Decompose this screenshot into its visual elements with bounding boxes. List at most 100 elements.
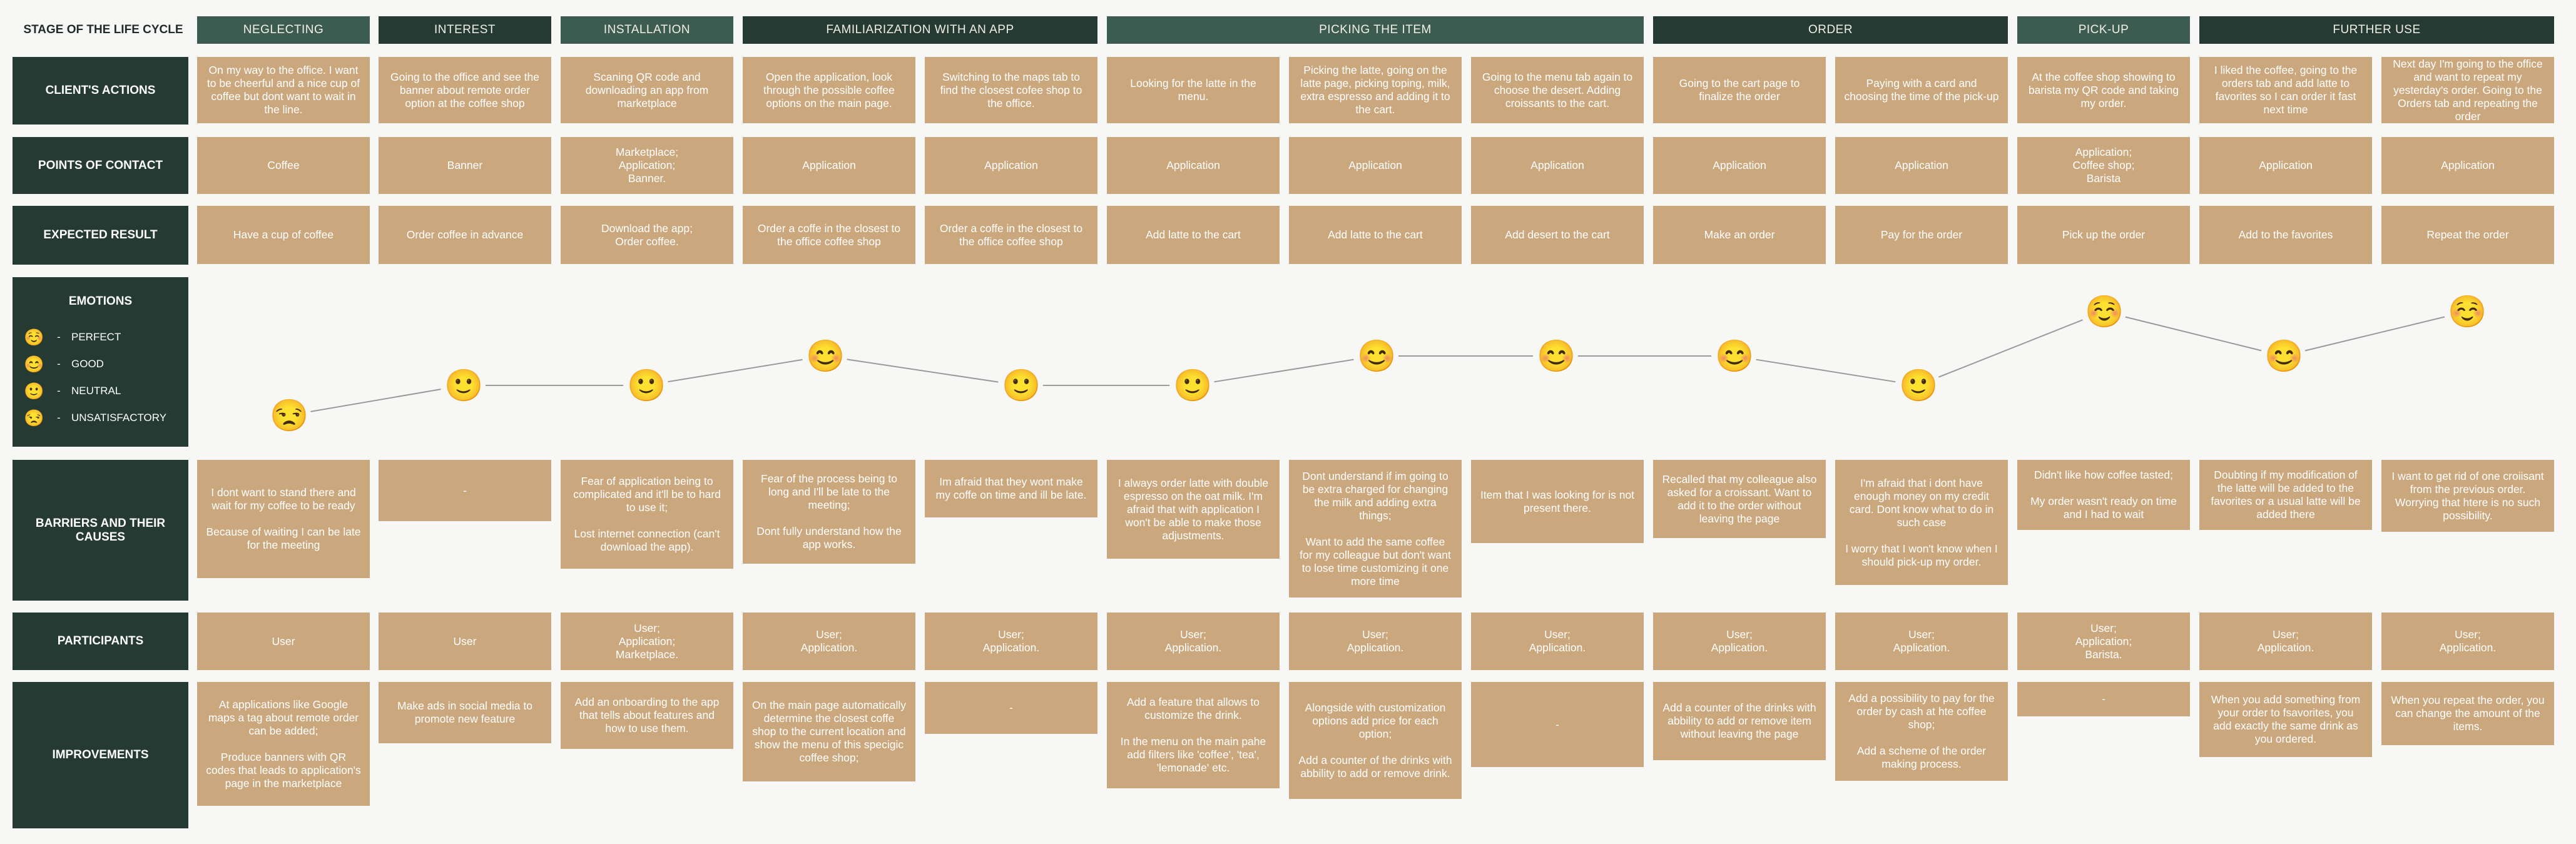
row-label-actions: CLIENT'S ACTIONS bbox=[13, 57, 188, 125]
participants-card: User; Application. bbox=[1289, 613, 1462, 670]
barriers-card: Didn't like how coffee tasted; My order … bbox=[2017, 460, 2190, 530]
contact-card: Application bbox=[2381, 137, 2554, 194]
actions-card: Next day I'm going to the office and wan… bbox=[2381, 57, 2554, 123]
expected-card: Add to the favorites bbox=[2199, 206, 2372, 264]
contact-card: Application bbox=[1471, 137, 1644, 194]
participants-card: User; Application. bbox=[1471, 613, 1644, 670]
improvements-card: When you repeat the order, you can chang… bbox=[2381, 682, 2554, 745]
stage-familiarization-with-an-app: FAMILIARIZATION WITH AN APP bbox=[743, 16, 1097, 44]
good-face-icon: 😊 bbox=[1537, 338, 1576, 374]
unsatisfactory-face-icon: 😒 bbox=[270, 398, 309, 433]
improvements-card: On the main page automatically determine… bbox=[743, 682, 915, 781]
barriers-card: I dont want to stand there and wait for … bbox=[197, 460, 370, 578]
actions-card: On my way to the office. I want to be ch… bbox=[197, 57, 370, 123]
expected-card: Make an order bbox=[1653, 206, 1826, 264]
expected-card: Add latte to the cart bbox=[1289, 206, 1462, 264]
improvements-card: Make ads in social media to promote new … bbox=[379, 682, 551, 743]
actions-card: Looking for the latte in the menu. bbox=[1107, 57, 1280, 123]
contact-card: Application bbox=[1835, 137, 2008, 194]
perfect-face-icon: ☺️ bbox=[2085, 294, 2124, 329]
good-face-icon: 😊 bbox=[1715, 338, 1754, 374]
stage-label: STAGE OF THE LIFE CYCLE bbox=[23, 23, 183, 36]
stage-pick-up: PICK-UP bbox=[2017, 16, 2190, 44]
contact-card: Coffee bbox=[197, 137, 370, 194]
emotion-connector bbox=[310, 389, 441, 412]
legend-neutral: 🙂-NEUTRAL bbox=[24, 381, 121, 400]
improvements-card: - bbox=[2017, 682, 2190, 716]
expected-card: Download the app; Order coffee. bbox=[561, 206, 733, 264]
participants-card: User; Application. bbox=[2199, 613, 2372, 670]
stage-installation: INSTALLATION bbox=[561, 16, 733, 44]
actions-card: Scaning QR code and downloading an app f… bbox=[561, 57, 733, 123]
expected-card: Pay for the order bbox=[1835, 206, 2008, 264]
legend-label: NEUTRAL bbox=[71, 385, 121, 397]
actions-card: Picking the latte, going on the latte pa… bbox=[1289, 57, 1462, 123]
emotion-connector bbox=[1756, 358, 1896, 383]
row-label-expected: EXPECTED RESULT bbox=[13, 206, 188, 265]
participants-card: User; Application. bbox=[1107, 613, 1280, 670]
legend-label: GOOD bbox=[71, 358, 104, 370]
neutral-face-icon: 🙂 bbox=[444, 368, 484, 403]
improvements-card: When you add something from your order t… bbox=[2199, 682, 2372, 757]
barriers-card: Fear of the process being to long and I'… bbox=[743, 460, 915, 564]
barriers-card: I want to get rid of one croiisant from … bbox=[2381, 460, 2554, 532]
barriers-card: Doubting if my modification of the latte… bbox=[2199, 460, 2372, 530]
barriers-card: Item that I was looking for is not prese… bbox=[1471, 460, 1644, 543]
stage-interest: INTEREST bbox=[379, 16, 551, 44]
actions-card: Open the application, look through the p… bbox=[743, 57, 915, 123]
improvements-card: Add a possibility to pay for the order b… bbox=[1835, 682, 2008, 781]
good-face-icon: 😊 bbox=[2264, 338, 2304, 374]
actions-card: Going to the menu tab again to choose th… bbox=[1471, 57, 1644, 123]
contact-card: Application; Coffee shop; Barista bbox=[2017, 137, 2190, 194]
barriers-card: I always order latte with double espress… bbox=[1107, 460, 1280, 559]
emotion-connector bbox=[847, 358, 999, 383]
emotion-connector bbox=[1938, 319, 2083, 378]
expected-card: Order a coffe in the closest to the offi… bbox=[743, 206, 915, 264]
actions-card: At the coffee shop showing to barista my… bbox=[2017, 57, 2190, 123]
contact-card: Application bbox=[743, 137, 915, 194]
legend-unsatisfactory: 😒-UNSATISFACTORY bbox=[24, 408, 167, 427]
emotions-legend: EMOTIONS ☺️-PERFECT 😊-GOOD 🙂-NEUTRAL 😒-U… bbox=[13, 277, 188, 447]
legend-good: 😊-GOOD bbox=[24, 354, 104, 374]
participants-card: User bbox=[379, 613, 551, 670]
improvements-card: At applications like Google maps a tag a… bbox=[197, 682, 370, 806]
barriers-card: - bbox=[379, 460, 551, 521]
perfect-face-icon: ☺️ bbox=[24, 327, 44, 347]
improvements-card: - bbox=[1471, 682, 1644, 767]
unsatisfactory-face-icon: 😒 bbox=[24, 408, 44, 427]
participants-card: User; Application; Marketplace. bbox=[561, 613, 733, 670]
legend-label: PERFECT bbox=[71, 331, 121, 343]
expected-card: Order a coffe in the closest to the offi… bbox=[925, 206, 1097, 264]
actions-card: I liked the coffee, going to the orders … bbox=[2199, 57, 2372, 123]
actions-card: Switching to the maps tab to find the cl… bbox=[925, 57, 1097, 123]
improvements-card: Alongside with customization options add… bbox=[1289, 682, 1462, 799]
participants-card: User; Application. bbox=[1835, 613, 2008, 670]
neutral-face-icon: 🙂 bbox=[1002, 368, 1041, 403]
good-face-icon: 😊 bbox=[1357, 338, 1397, 374]
barriers-card: Im afraid that they wont make my coffe o… bbox=[925, 460, 1097, 517]
good-face-icon: 😊 bbox=[24, 354, 44, 374]
improvements-card: Add a feature that allows to customize t… bbox=[1107, 682, 1280, 788]
barriers-card: Fear of application being to complicated… bbox=[561, 460, 733, 569]
participants-card: User; Application; Barista. bbox=[2017, 613, 2190, 670]
neutral-face-icon: 🙂 bbox=[627, 368, 666, 403]
good-face-icon: 😊 bbox=[806, 338, 845, 374]
emotion-connector bbox=[2304, 316, 2445, 352]
legend-label: UNSATISFACTORY bbox=[71, 412, 167, 424]
stage-picking-the-item: PICKING THE ITEM bbox=[1107, 16, 1644, 44]
contact-card: Application bbox=[1289, 137, 1462, 194]
contact-card: Application bbox=[1653, 137, 1826, 194]
contact-card: Marketplace; Application; Banner. bbox=[561, 137, 733, 194]
contact-card: Application bbox=[1107, 137, 1280, 194]
barriers-card: I'm afraid that i dont have enough money… bbox=[1835, 460, 2008, 585]
emotions-title: EMOTIONS bbox=[68, 295, 133, 308]
emotion-connector bbox=[2125, 316, 2262, 352]
barriers-card: Recalled that my colleague also asked fo… bbox=[1653, 460, 1826, 538]
participants-card: User; Application. bbox=[743, 613, 915, 670]
emotion-connector bbox=[668, 358, 803, 383]
improvements-card: Add an onboarding to the app that tells … bbox=[561, 682, 733, 749]
participants-card: User; Application. bbox=[2381, 613, 2554, 670]
row-label-improvements: IMPROVEMENTS bbox=[13, 682, 188, 828]
stage-further-use: FURTHER USE bbox=[2199, 16, 2554, 44]
